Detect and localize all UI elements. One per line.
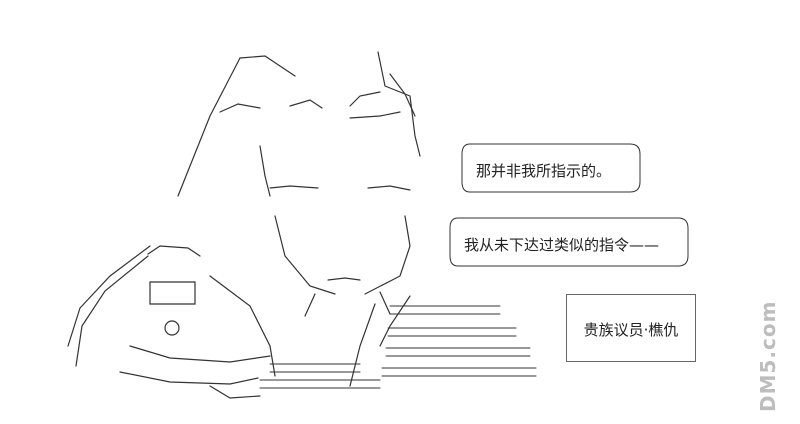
character-caption-box: 贵族议员·樵仇 xyxy=(566,294,696,362)
coat-collar-left xyxy=(209,275,276,377)
sleeve xyxy=(129,345,271,363)
shirt-stripes xyxy=(259,305,537,389)
character-caption-text: 贵族议员·樵仇 xyxy=(583,321,679,339)
mouth xyxy=(327,277,361,281)
sleeve-2 xyxy=(119,371,259,385)
face-right xyxy=(364,215,411,295)
neck-right xyxy=(379,291,391,315)
speech-bubble-2: 我从未下达过类似的指令—— xyxy=(446,214,692,270)
hood-right-inner xyxy=(389,73,416,117)
shoulder-left xyxy=(67,245,151,347)
watermark-text: DM5.com xyxy=(756,300,780,412)
hood-fold xyxy=(349,91,381,107)
brooch-frame xyxy=(147,245,201,257)
brooch xyxy=(164,320,180,336)
coat-collar-right xyxy=(379,295,411,347)
speech-text-1: 那并非我所指示的。 xyxy=(476,162,612,180)
site-watermark: DM5.com xyxy=(752,300,792,420)
fringe-left xyxy=(219,103,261,113)
hood-right xyxy=(377,51,421,157)
eye-left xyxy=(269,185,319,189)
speech-bubble-1: 那并非我所指示的。 xyxy=(458,140,644,196)
shirt-edge xyxy=(349,303,376,387)
tassel xyxy=(209,385,261,399)
neck-left xyxy=(304,293,316,317)
speech-text-2: 我从未下达过类似的指令—— xyxy=(464,236,660,254)
hair-top xyxy=(239,55,296,77)
shoulder-left-2 xyxy=(75,255,149,367)
speech-bubble-outline xyxy=(449,217,689,267)
eye-right xyxy=(367,185,411,191)
speech-bubble-outline xyxy=(461,143,641,193)
hair-outline xyxy=(177,57,241,197)
fringe-mid xyxy=(289,99,323,109)
ascii-art-figure xyxy=(67,51,537,399)
face-left xyxy=(274,215,336,295)
fringe-right xyxy=(349,111,401,119)
brooch-plate xyxy=(149,281,196,305)
head-side xyxy=(259,145,271,197)
